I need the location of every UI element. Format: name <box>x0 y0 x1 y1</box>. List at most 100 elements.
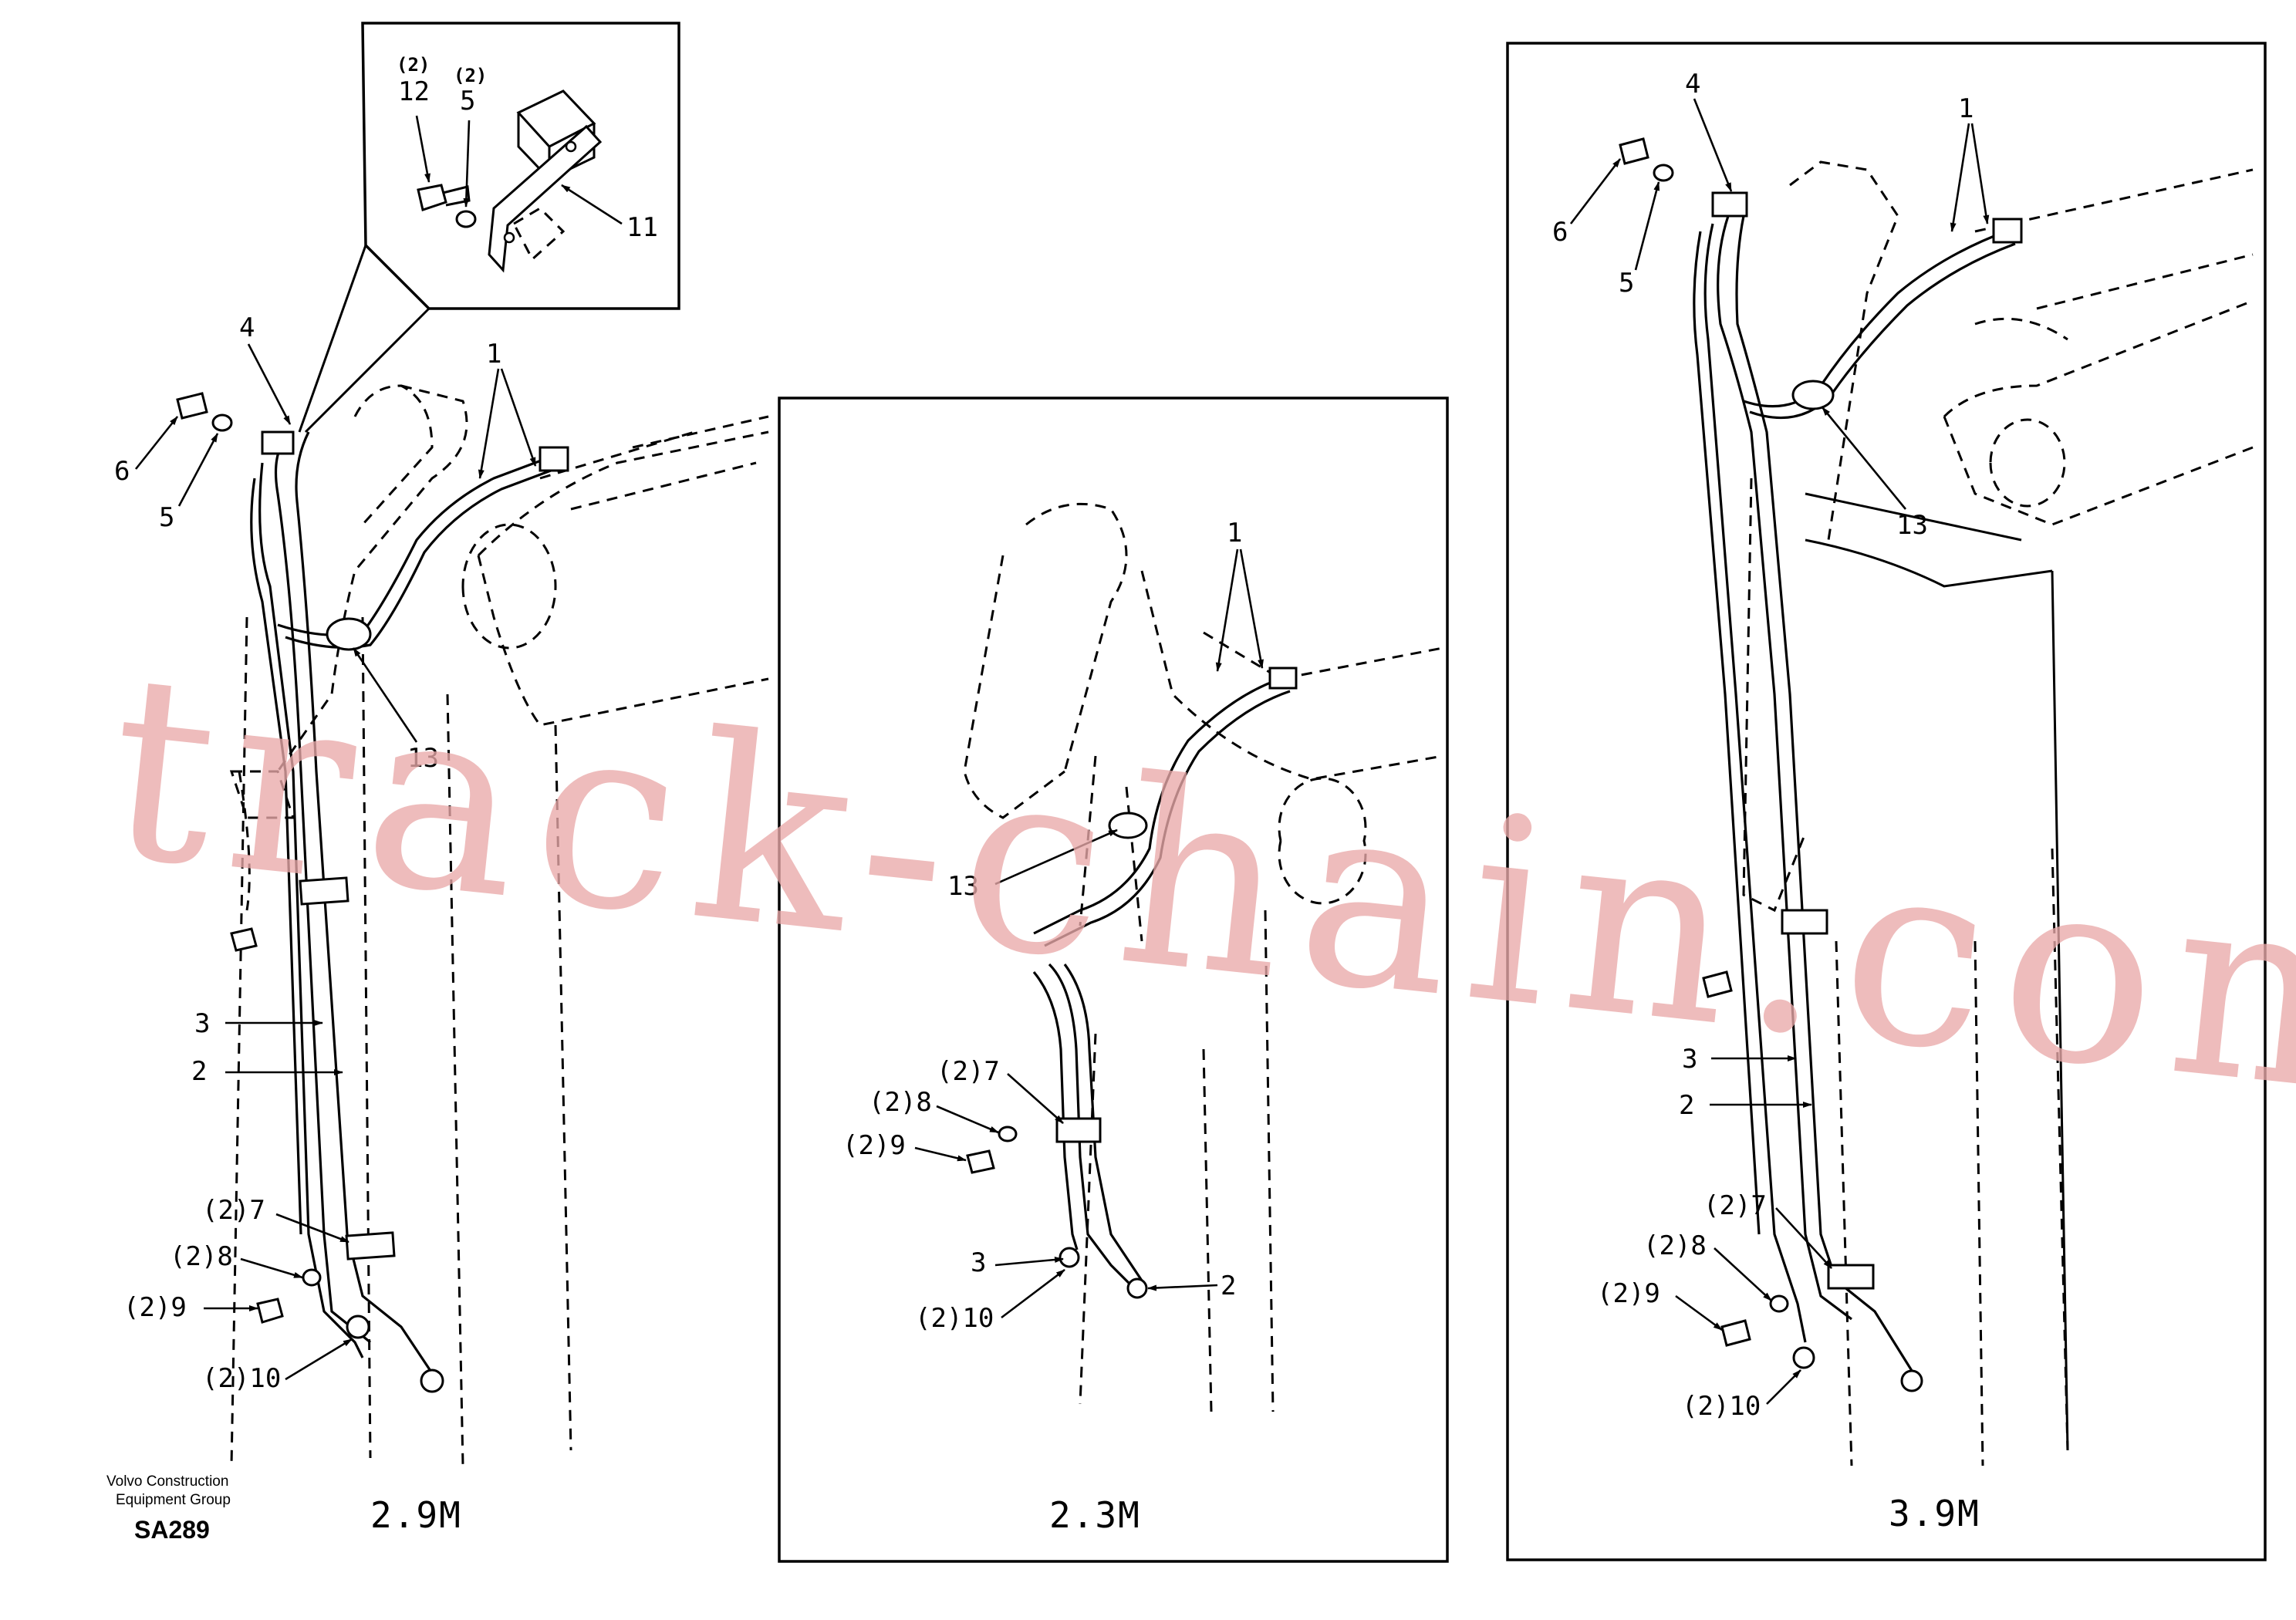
leader-line <box>1766 1369 1801 1405</box>
callout-number: 6 <box>114 456 130 487</box>
detail-inset-frame <box>361 22 680 310</box>
fitting-icon <box>1900 1369 1923 1392</box>
hose-line <box>1693 231 1761 1235</box>
view-2-3m-frame <box>778 397 1449 1563</box>
boom-outline <box>1140 570 1443 905</box>
detail-inset-pointer-right <box>304 307 430 434</box>
bolt-icon <box>966 1149 995 1174</box>
leader-line <box>561 184 623 225</box>
hose-clamp-icon <box>1791 380 1835 410</box>
callout-number: (2)7 <box>937 1056 1000 1087</box>
hose-line <box>1735 215 1915 1374</box>
callout-number: 1 <box>1958 93 1974 124</box>
bolt-icon <box>1720 1319 1751 1347</box>
leader-line <box>1950 123 1970 232</box>
hose-clamp-icon <box>326 617 372 651</box>
callout-number: (2)7 <box>1703 1190 1767 1221</box>
hose-clamp-icon <box>1827 1264 1875 1290</box>
clamp-hidden-edge <box>512 207 566 262</box>
callout-number: (2)7 <box>202 1195 265 1226</box>
view-2-3m-callouts: 1 13 (2)7 (2)8 (2)9 3 2 (2)10 <box>842 518 1264 1334</box>
callout-number: 3 <box>971 1247 986 1278</box>
washer-icon <box>1653 164 1674 182</box>
hose-line <box>285 464 564 649</box>
leader-line <box>463 120 471 208</box>
callout-number: 3 <box>194 1008 210 1039</box>
callout-number: (2)10 <box>202 1363 281 1394</box>
company-name-line2: Equipment Group <box>116 1492 231 1508</box>
fitting-icon <box>261 430 295 455</box>
view-3-9m-callouts: 4 1 6 5 13 3 2 (2)7 (2)8 (2)9 (2)10 <box>1552 69 1990 1422</box>
view-2-3m-drawing <box>963 502 1443 1412</box>
leader-line <box>177 433 219 507</box>
leader-line <box>1007 1073 1064 1124</box>
hose-clamp-icon <box>1108 812 1148 839</box>
leader-line <box>994 829 1118 886</box>
leader-line <box>1693 98 1733 192</box>
leader-line <box>1821 407 1907 510</box>
washer-icon <box>455 210 477 228</box>
detail-inset-callouts: (2) 12 (2) 5 11 <box>397 54 658 243</box>
callout-number: 2 <box>1221 1271 1236 1301</box>
hose-line <box>258 462 364 1358</box>
leader-line <box>1569 158 1622 224</box>
callout-number: 13 <box>407 743 439 774</box>
callout-number: 11 <box>626 212 658 243</box>
washer-icon <box>302 1268 322 1287</box>
fitting-icon <box>1792 1346 1815 1369</box>
detail-inset-parts <box>417 89 603 273</box>
leader-line <box>1239 548 1264 669</box>
fitting-icon <box>1992 218 2023 244</box>
callout-number: (2)9 <box>123 1292 187 1323</box>
fitting-icon <box>539 446 569 472</box>
leader-line <box>134 416 179 470</box>
washer-icon <box>211 413 233 432</box>
bolt-icon <box>1619 137 1649 165</box>
view-3-9m-drawing <box>1619 137 2254 1466</box>
washer-icon <box>998 1126 1018 1142</box>
fitting-icon <box>1711 191 1748 218</box>
clamp-hole-icon <box>503 231 515 244</box>
clamp-hole-icon <box>565 140 577 153</box>
leader-line <box>1970 123 1990 224</box>
callout-qty: (2) <box>397 54 430 76</box>
leader-line <box>1147 1284 1218 1291</box>
callout-number: 4 <box>1685 69 1700 100</box>
clamp-plate-icon <box>488 124 603 273</box>
arm-outline <box>229 770 295 911</box>
boom-outline <box>1974 168 2254 341</box>
boom-outline <box>963 502 1128 819</box>
leader-line <box>1634 181 1660 271</box>
hose-line <box>1063 964 1143 1281</box>
bolt-icon <box>176 392 208 420</box>
hose-clamp-icon <box>345 1231 396 1261</box>
leader-line <box>914 1146 967 1162</box>
hose-line <box>1717 215 1852 1321</box>
hose-line <box>250 478 302 1235</box>
fitting-icon <box>1059 1247 1080 1268</box>
callout-number: (2)8 <box>170 1241 233 1272</box>
callout-number: 2 <box>191 1056 207 1087</box>
fitting-icon <box>420 1369 444 1393</box>
leader-line <box>352 647 418 743</box>
leader-line <box>994 1257 1064 1267</box>
callout-qty: (2) <box>454 65 487 86</box>
callout-number: (2)9 <box>1597 1278 1660 1309</box>
callout-number: 13 <box>1896 510 1928 541</box>
leader-line <box>500 368 537 467</box>
hose-clamp-icon <box>299 876 349 906</box>
callout-number: 5 <box>159 502 174 533</box>
detail-inset-pointer-left <box>298 245 367 433</box>
boom-outline <box>539 415 769 511</box>
leader-line <box>1775 1207 1832 1269</box>
callout-number: 13 <box>947 871 979 902</box>
company-name-line1: Volvo Construction <box>106 1473 228 1490</box>
leader-line <box>1675 1294 1723 1331</box>
callout-number: (2)8 <box>1643 1230 1707 1261</box>
boom-outline <box>461 430 769 727</box>
leader-line <box>1714 1247 1772 1301</box>
view-3-9m-frame <box>1506 42 2267 1561</box>
leader-line <box>1001 1268 1065 1319</box>
